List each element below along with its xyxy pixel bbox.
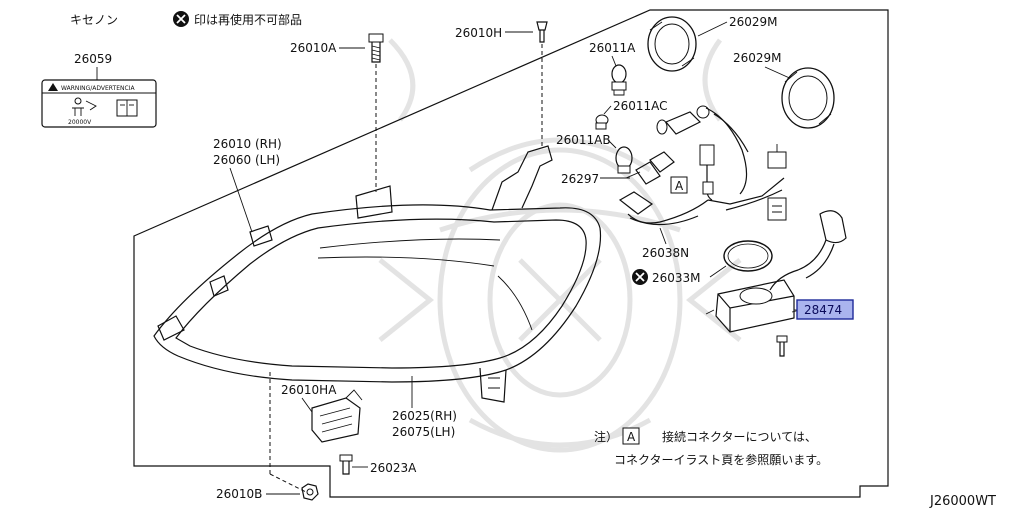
part-label-28474-box[interactable]: 28474: [796, 299, 854, 320]
headlamp-housing-icon: [153, 145, 602, 403]
dust-cap-icon-mid: [781, 67, 835, 129]
non-reusable-note: 印は再使用不可部品: [194, 12, 302, 27]
xenon-label: キセノン: [70, 13, 118, 27]
igniter-unit-icon: [705, 210, 847, 333]
svg-text:A: A: [675, 179, 684, 193]
diagram-code: J26000WT: [929, 494, 996, 509]
watermark-emblem: [378, 38, 742, 453]
parts-frame: [133, 9, 889, 498]
screw-icon-26010A: [368, 33, 384, 63]
part-label-26075-lh[interactable]: 26075(LH): [392, 425, 455, 439]
warning-triangle-icon: [48, 83, 58, 91]
manual-book-icon: [116, 99, 138, 117]
connector-marker-A: A: [670, 176, 688, 194]
screw-icon-26023A: [339, 454, 353, 475]
bulb-socket-assembly: [618, 105, 787, 226]
screw-icon-26010H: [536, 21, 548, 43]
warning-label-card: WARNING/ADVERTENCIA 20000V: [41, 79, 157, 128]
non-reusable-icon: [173, 11, 189, 27]
part-label-26011AB[interactable]: 26011AB: [556, 133, 611, 147]
bracket-icon-26010HA: [311, 389, 363, 443]
part-label-26060-lh[interactable]: 26060 (LH): [213, 153, 280, 167]
warning-text: WARNING/ADVERTENCIA: [61, 85, 135, 92]
part-label-26297[interactable]: 26297: [561, 172, 599, 186]
o-ring-icon: [723, 240, 773, 272]
note-marker-A: A: [622, 427, 640, 445]
high-voltage-person-icon: [72, 97, 97, 116]
bulb-icon-26011A: [611, 64, 627, 96]
svg-text:A: A: [627, 430, 636, 444]
part-label-26025-rh[interactable]: 26025(RH): [392, 409, 457, 423]
part-label-26033M[interactable]: 26033M: [652, 271, 701, 285]
non-reusable-icon-26033M: [632, 269, 648, 285]
part-label-26011AC[interactable]: 26011AC: [613, 99, 668, 113]
part-label-26059[interactable]: 26059: [74, 52, 112, 66]
screw-icon-igniter: [776, 335, 788, 357]
part-label-26010HA[interactable]: 26010HA: [281, 383, 337, 397]
part-label-26010H[interactable]: 26010H: [455, 26, 502, 40]
note-prefix: 注）: [594, 429, 618, 444]
dust-cap-icon-top: [647, 16, 697, 72]
part-label-26011A[interactable]: 26011A: [589, 41, 636, 55]
note-line-2: コネクターイラスト頁を参照願います。: [614, 452, 828, 467]
part-label-26029M-top[interactable]: 26029M: [729, 15, 778, 29]
part-label-26010-rh[interactable]: 26010 (RH): [213, 137, 282, 151]
voltage-text: 20000V: [68, 119, 92, 126]
part-label-26029M-mid[interactable]: 26029M: [733, 51, 782, 65]
part-label-26010B[interactable]: 26010B: [216, 487, 262, 501]
part-label-26023A[interactable]: 26023A: [370, 461, 417, 475]
part-label-26038N[interactable]: 26038N: [642, 246, 689, 260]
wedge-bulb-icon-26011AC: [595, 114, 609, 130]
part-label-26010A[interactable]: 26010A: [290, 41, 337, 55]
note-line-1: 接続コネクターについては、: [662, 429, 817, 444]
nut-icon-26010B: [301, 483, 319, 501]
part-label-28474[interactable]: 28474: [804, 303, 842, 317]
wedge-bulb-icon-26011AB: [615, 146, 633, 174]
